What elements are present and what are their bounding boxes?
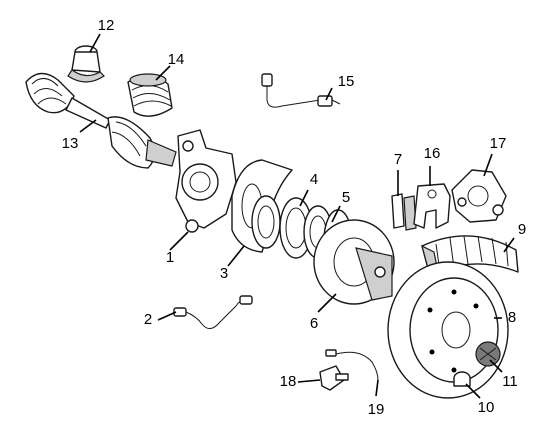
part-18-speed-sensor <box>319 365 349 391</box>
callout-6: 6 <box>310 315 318 332</box>
leader-lines <box>79 33 515 399</box>
callout-17: 17 <box>490 135 507 152</box>
callout-15: 15 <box>338 73 355 90</box>
callout-4: 4 <box>310 171 318 188</box>
part-1-steering-knuckle <box>175 129 237 233</box>
callout-19: 19 <box>368 401 385 418</box>
callout-18: 18 <box>280 373 297 390</box>
part-16-caliper-bracket <box>413 183 451 229</box>
part-13-drive-shaft <box>25 72 177 169</box>
callout-7: 7 <box>394 151 402 168</box>
part-7-brake-pads <box>391 193 417 231</box>
callout-8: 8 <box>508 309 516 326</box>
callout-2: 2 <box>144 311 152 328</box>
part-8-brake-drum <box>387 261 509 399</box>
callout-16: 16 <box>424 145 441 162</box>
part-12-small-boot <box>67 45 105 83</box>
callout-11: 11 <box>502 373 518 390</box>
callout-14: 14 <box>168 51 185 68</box>
callout-10: 10 <box>478 399 495 416</box>
part-17-brake-caliper <box>451 169 507 223</box>
part-2-abs-sensor-cable <box>173 295 253 329</box>
part-10-hub-nut <box>453 371 471 387</box>
callout-1: 1 <box>166 249 174 266</box>
part-19-sensor-wire <box>325 349 379 381</box>
callout-labels: 12 14 13 15 1 2 3 4 5 6 7 16 17 9 8 11 1… <box>62 17 527 418</box>
callout-12: 12 <box>98 17 115 34</box>
part-6-brake-disc <box>313 219 395 305</box>
callout-9: 9 <box>518 221 526 238</box>
part-15-brake-hose <box>261 73 341 108</box>
callout-5: 5 <box>342 189 350 206</box>
callout-13: 13 <box>62 135 79 152</box>
callout-3: 3 <box>220 265 228 282</box>
part-14-large-boot <box>127 73 173 117</box>
part-11-hub-cap <box>475 341 501 367</box>
